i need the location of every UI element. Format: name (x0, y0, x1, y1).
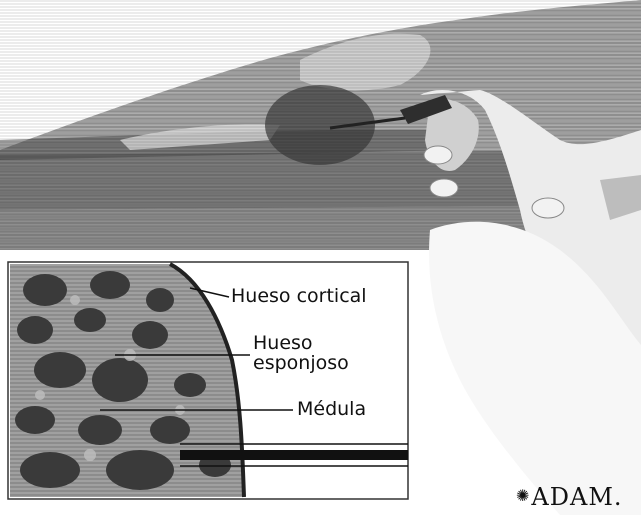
adam-logo: ✺ADAM. (516, 483, 623, 511)
label-medula-text: Médula (297, 398, 366, 420)
label-medula: Médula (297, 400, 366, 420)
label-esponjoso-line1: Hueso (253, 334, 349, 354)
adam-logo-text: ADAM. (531, 483, 622, 511)
label-hueso-cortical: Hueso cortical (231, 287, 367, 307)
label-hueso-esponjoso: Hueso esponjoso (253, 334, 349, 374)
adam-flower-icon: ✺ (516, 486, 530, 505)
label-esponjoso-line2: esponjoso (253, 354, 349, 374)
label-hueso-cortical-text: Hueso cortical (231, 285, 367, 307)
